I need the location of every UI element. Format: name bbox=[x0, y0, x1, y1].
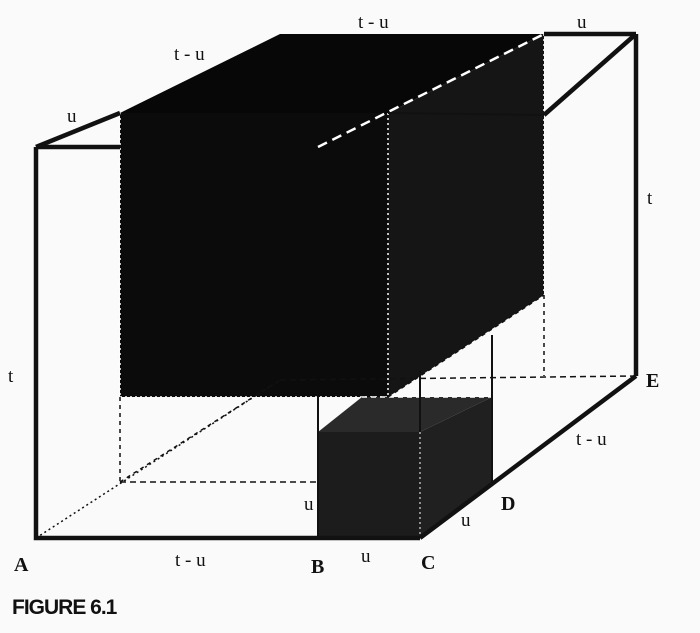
hidden-edge-floor-diagonal bbox=[35, 379, 281, 539]
outer-box-front bbox=[33, 147, 420, 541]
hidden-edge-prism-right-floor bbox=[387, 294, 545, 398]
label-bottom-front-ab: t - u bbox=[175, 550, 206, 571]
small-cube-top-face bbox=[318, 397, 492, 432]
dark-prism bbox=[119, 32, 545, 398]
outer-box-top-left-short bbox=[35, 110, 121, 150]
small-cube-side-face bbox=[420, 397, 492, 538]
dark-prism-top-face bbox=[120, 34, 544, 113]
label-bottom-front-bc: u bbox=[361, 546, 371, 567]
outer-box-bottom-right-depth bbox=[418, 374, 638, 540]
label-left-side: t bbox=[8, 366, 14, 387]
label-top-back-right: u bbox=[577, 12, 587, 33]
outer-box bbox=[33, 31, 639, 541]
label-right-side: t bbox=[647, 188, 653, 209]
hidden-edges bbox=[35, 294, 637, 539]
small-cube-front-face bbox=[318, 432, 420, 538]
vertex-label-c: C bbox=[421, 552, 436, 574]
top-right-front-edge bbox=[387, 112, 545, 116]
vertex-label-d: D bbox=[501, 493, 516, 515]
figure-caption: FIGURE 6.1 bbox=[12, 596, 117, 619]
vertex-label-b: B bbox=[311, 556, 325, 578]
dark-prism-dashed-top-edge bbox=[317, 32, 545, 149]
dark-prism-front-face bbox=[120, 113, 388, 397]
vertex-label-a: A bbox=[14, 554, 29, 576]
outer-box-top-right-depth bbox=[542, 32, 638, 117]
dark-prism-side-face bbox=[388, 34, 544, 397]
vertex-label-e: E bbox=[646, 370, 660, 392]
label-top-back-middle: t - u bbox=[358, 12, 389, 33]
dark-small-cube bbox=[318, 396, 492, 538]
label-bottom-right-de: t - u bbox=[576, 429, 607, 450]
label-top-left-lower: u bbox=[67, 106, 77, 127]
label-top-left-upper: t - u bbox=[174, 44, 205, 65]
label-bottom-right-cd: u bbox=[461, 510, 471, 531]
label-small-cube-height: u bbox=[304, 494, 314, 515]
